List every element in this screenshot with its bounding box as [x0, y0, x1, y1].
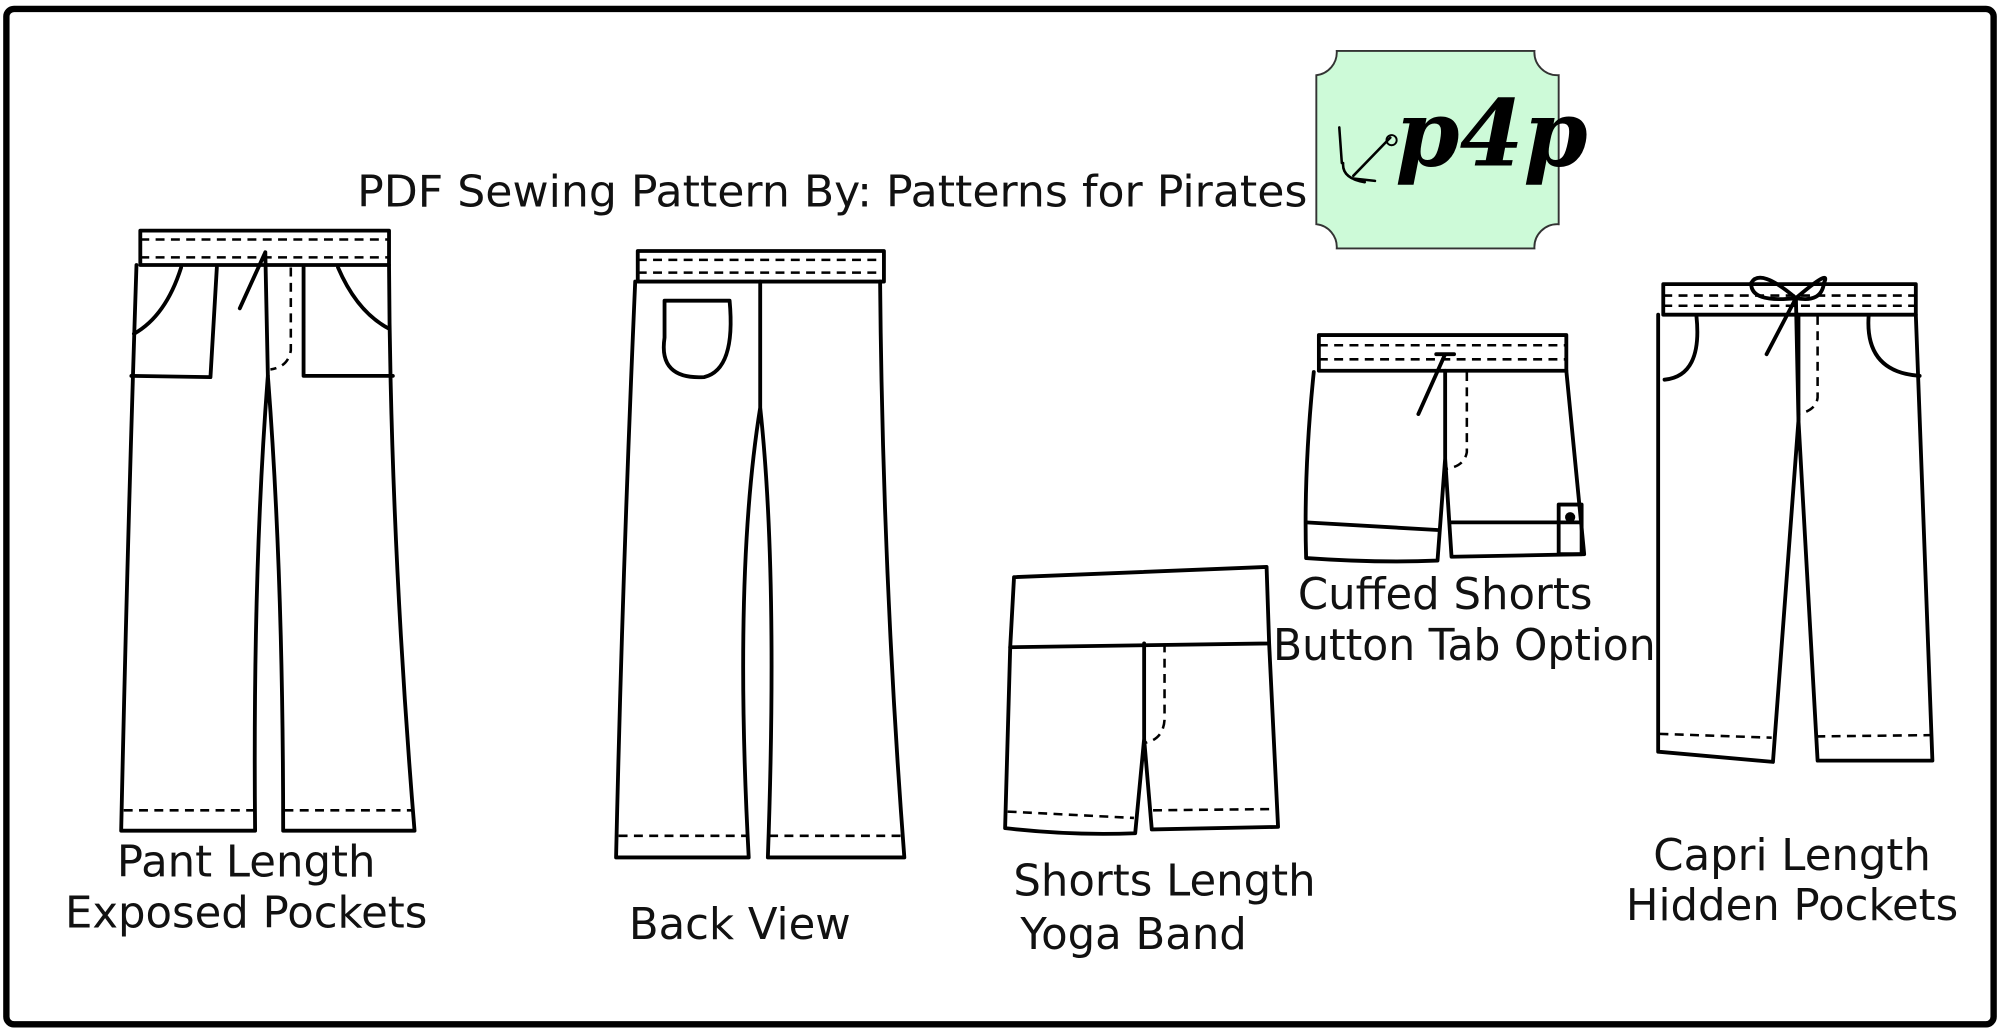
- button-icon: [1565, 512, 1576, 523]
- garment-label-capri: Capri Length: [1653, 831, 1931, 881]
- garment-sublabel-pant: Exposed Pockets: [65, 889, 427, 939]
- button-tab: [1556, 502, 1584, 557]
- logo-text: p4p: [1395, 80, 1587, 188]
- garment-label-pant: Pant Length: [117, 838, 376, 888]
- frame-border: [3, 5, 1997, 1028]
- garment-label-back-view: Back View: [629, 900, 851, 950]
- pant-length-drawing: [119, 228, 417, 833]
- garment-sublabel-cuffed-shorts: Button Tab Option: [1273, 621, 1656, 671]
- garment-sublabel-capri: Hidden Pockets: [1626, 881, 1958, 931]
- back-view-drawing: [614, 249, 907, 860]
- page-title: PDF Sewing Pattern By: Patterns for Pira…: [357, 167, 1307, 217]
- shorts-yoga-band-drawing: [1003, 565, 1280, 836]
- cuffed-shorts-drawing: [1303, 333, 1587, 564]
- garment-label-shorts: Shorts Length: [1013, 857, 1315, 907]
- p4p-logo: p4p: [1315, 50, 1588, 250]
- capri-length-drawing: [1656, 275, 1935, 764]
- garment-sublabel-shorts: Yoga Band: [1019, 910, 1246, 960]
- anchor-icon: [1338, 126, 1398, 184]
- garment-label-cuffed-shorts: Cuffed Shorts: [1298, 570, 1593, 620]
